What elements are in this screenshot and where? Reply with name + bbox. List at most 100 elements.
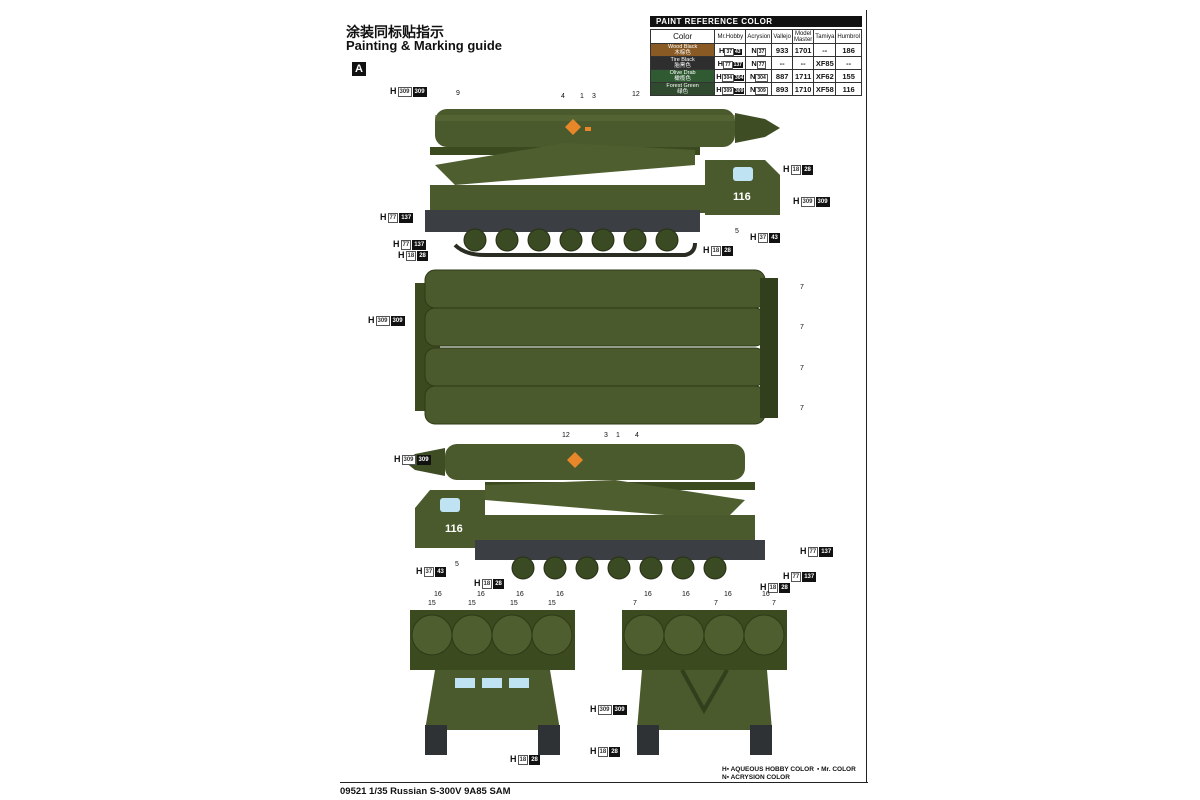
decal-number: 7 bbox=[800, 365, 804, 372]
decal-number: 4 bbox=[635, 432, 639, 439]
decal-number: 16 bbox=[762, 591, 770, 598]
decal-number: 15 bbox=[510, 600, 518, 607]
decal-number: 1 bbox=[616, 432, 620, 439]
decal-number: 7 bbox=[714, 600, 718, 607]
col-humbrol: Humbrol bbox=[835, 29, 862, 44]
decal-number: 3 bbox=[592, 93, 596, 100]
kit-footer: 09521 1/35 Russian S-300V 9A85 SAM bbox=[340, 786, 511, 797]
decal-number: 16 bbox=[516, 591, 524, 598]
humbrol-code: 186 bbox=[835, 43, 862, 57]
rear-view bbox=[622, 610, 787, 755]
decal-number: 7 bbox=[800, 284, 804, 291]
top-view bbox=[415, 269, 778, 425]
legend-mr-color: ▪ Mr. COLOR bbox=[817, 766, 856, 773]
vehicle-number: 116 bbox=[733, 191, 751, 203]
decal-number: 15 bbox=[548, 600, 556, 607]
col-mrhobby: Mr.Hobby bbox=[714, 29, 747, 44]
vallejo-code: -- bbox=[771, 56, 793, 70]
tamiya-code: -- bbox=[813, 43, 837, 57]
humbrol-code: 116 bbox=[835, 82, 862, 96]
paint-reference-header: PAINT REFERENCE COLOR bbox=[650, 16, 862, 27]
decal-number: 12 bbox=[632, 91, 640, 98]
decal-number: 5 bbox=[455, 561, 459, 568]
decal-number: 3 bbox=[604, 432, 608, 439]
col-tamiya: Tamiya bbox=[813, 29, 837, 44]
decal-number: 7 bbox=[633, 600, 637, 607]
col-vallejo: Vallejo bbox=[771, 29, 793, 44]
legend-aqueous: AQUEOUS HOBBY COLOR bbox=[730, 766, 814, 773]
section-badge: A bbox=[352, 62, 366, 76]
col-model-master: Model Master bbox=[791, 29, 815, 44]
decal-number: 15 bbox=[468, 600, 476, 607]
decal-number: 4 bbox=[561, 93, 565, 100]
col-color: Color bbox=[649, 29, 716, 44]
decal-number: 12 bbox=[562, 432, 570, 439]
decal-number: 7 bbox=[800, 405, 804, 412]
humbrol-code: 155 bbox=[835, 69, 862, 83]
model-master-code: 1701 bbox=[791, 43, 815, 57]
legend-acrysion: ACRYSION COLOR bbox=[730, 774, 790, 781]
decal-number: 16 bbox=[477, 591, 485, 598]
tamiya-code: XF85 bbox=[813, 56, 837, 70]
legend-paint-systems: H▪ AQUEOUS HOBBY COLOR N▪ ACRYSION COLOR bbox=[722, 766, 814, 781]
side-view-right: 116 bbox=[425, 109, 780, 257]
decal-number: 16 bbox=[434, 591, 442, 598]
model-master-code: 1710 bbox=[791, 82, 815, 96]
model-master-code: -- bbox=[791, 56, 815, 70]
vallejo-code: 893 bbox=[771, 82, 793, 96]
decal-number: 15 bbox=[428, 600, 436, 607]
decal-number: 5 bbox=[735, 228, 739, 235]
decal-number: 7 bbox=[772, 600, 776, 607]
side-view-left: 116 bbox=[405, 444, 765, 580]
decal-number: 1 bbox=[580, 93, 584, 100]
decal-number: 16 bbox=[682, 591, 690, 598]
humbrol-code: -- bbox=[835, 56, 862, 70]
decal-number: 16 bbox=[724, 591, 732, 598]
title-english: Painting & Marking guide bbox=[346, 38, 503, 53]
front-view bbox=[410, 610, 575, 755]
decal-number: 7 bbox=[800, 324, 804, 331]
decal-number: 9 bbox=[456, 90, 460, 97]
tamiya-code: XF58 bbox=[813, 82, 837, 96]
vallejo-code: 887 bbox=[771, 69, 793, 83]
col-acrysion: Acrysion bbox=[745, 29, 773, 44]
title-chinese: 涂装同标贴指示 bbox=[346, 24, 444, 40]
vallejo-code: 933 bbox=[771, 43, 793, 57]
model-master-code: 1711 bbox=[791, 69, 815, 83]
decal-number: 16 bbox=[556, 591, 564, 598]
paint-reference-table: PAINT REFERENCE COLOR Color Mr.Hobby Acr… bbox=[649, 16, 862, 96]
tamiya-code: XF62 bbox=[813, 69, 837, 83]
decal-number: 16 bbox=[644, 591, 652, 598]
